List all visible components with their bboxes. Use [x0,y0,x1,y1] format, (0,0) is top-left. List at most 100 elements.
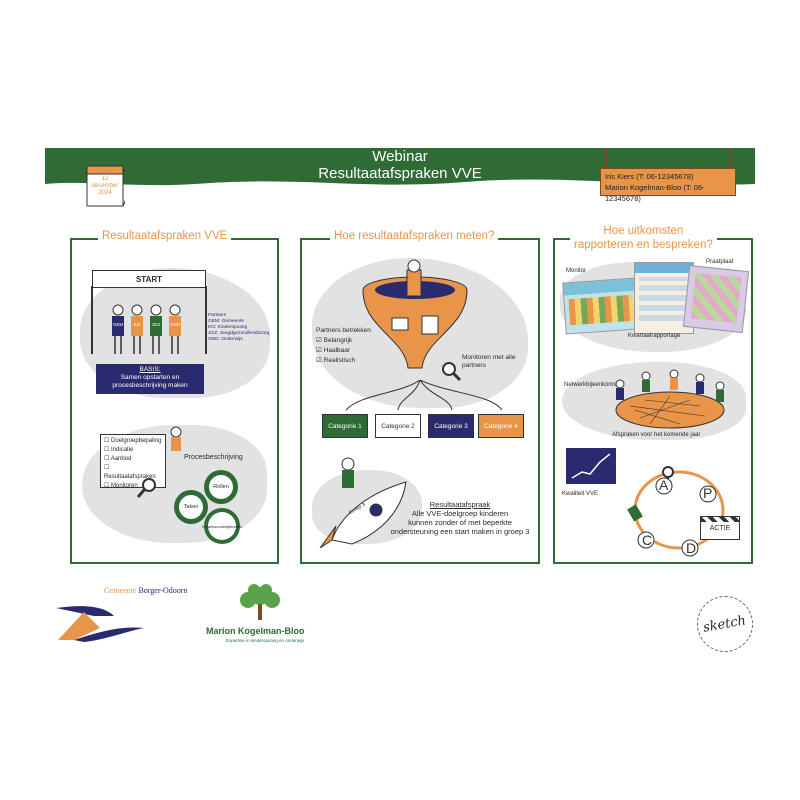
check-label-2: Indicatie [111,447,134,453]
criterion-2-label: Haalbaar [323,347,351,354]
partners-title: Partners [208,313,227,318]
figure-ond: OND [170,322,180,327]
check-label-3: Aanbod [110,456,132,462]
panel3-title-1: Hoe uitkomsten [603,225,684,237]
gemeente-name: Borger-Odoorn [138,586,188,595]
magnifier-icon [136,478,156,498]
distribution-arrows [345,380,503,411]
result-statement: Resultaatafspraak Alle VVE-doelgroep kin… [380,500,540,536]
category-2: Categorie 2 [375,414,421,438]
partner-gem: GEM: Gemeente [208,319,244,324]
partners-legend: Partners GEM: Gemeente KO: Kinderopvang … [208,313,269,343]
monitoren-label: Monitoren met alle partners [462,354,516,369]
quality-chart-icon [566,448,616,484]
basis-text-1: Samen opstarten en [120,374,180,381]
criterion-belangrijk: ☑ Belangrijk [316,337,353,344]
title-line-2: Resultaatafspraken VVE [318,165,482,182]
category-4-label: Categorie 4 [484,422,518,430]
gear-verantwoordelijkheden: Verantwoordelijkheden [202,508,242,544]
afspraken-label: Afspraken voor het komende jaar [612,432,701,438]
funnel-diagram [362,259,468,369]
basis-box: BASIS: Samen opstarten en procesbeschrij… [96,364,204,394]
partners-betrekken-block: Partners betrekken ☑ Belangrijk ☑ Haalba… [316,326,371,366]
criterion-3-label: Realistisch [323,357,356,364]
partner-ond: OND: Onderwijs [208,337,243,342]
check-monitoren: ☐ Monitoren [104,483,138,489]
calendar-icon: 12 december 2024 [85,160,128,208]
kwaliteit-label: Kwaliteit VVE [562,491,599,497]
gear-taken: Taken [174,490,208,524]
sketch-word: sketch [702,612,748,636]
cycle-letter-a: A [659,477,669,493]
mk-name: Marion Kogelman-Bloo [206,626,305,636]
procesbeschrijving-label: Procesbeschrijving [184,454,243,461]
result-line-2: kunnen zonder of met beperkte [408,518,512,527]
calendar-month: december [91,183,119,189]
netwerk-label: Netwerkbijeenkomst [564,382,619,388]
panel2-title: Hoe resultaatafspraken meten? [330,230,499,242]
title-line-1: Webinar [372,148,428,165]
partners-betrekken-label: Partners betrekken [316,327,371,334]
cycle-letter-d: D [686,540,697,556]
monitor-label: Monitor [566,268,587,274]
praatplaat-thumbnail [682,265,750,333]
category-2-label: Categorie 2 [381,422,415,430]
cycle-letter-c: C [642,532,653,548]
figure-jgz: JGZ [151,322,161,327]
monitor-magnifier-icon [442,362,462,382]
tree-logo [240,584,280,620]
praatplaat-label: Praatplaat [706,259,734,265]
category-4: Categorie 4 [478,414,524,438]
gear-rollen: Rollen [204,470,238,504]
sign-strings [605,148,731,168]
pdca-cycle [627,466,725,557]
category-3-label: Categorie 3 [434,422,468,430]
figures-group: GEM KO JGZ OND [108,302,188,358]
panel3-title: Hoe uitkomsten rapporteren en bespreken? [570,224,717,252]
check-label-5: Monitoren [111,483,138,489]
category-3: Categorie 3 [428,414,474,438]
criterion-1-label: Belangrijk [323,337,353,344]
basis-text-2: procesbeschrijving maken [112,382,188,389]
criterion-haalbaar: ☑ Haalbaar [316,347,351,354]
checklist-card: ☐ Doelgroepbepaling ☐ Indicatie ☐ Aanbod… [100,434,166,489]
result-line-3: ondersteuning een start maken in groep 3 [390,527,530,536]
gemeente-word: Gemeente [104,586,137,595]
result-title: Resultaatafspraak [429,500,491,509]
category-1-label: Categorie 1 [328,422,362,430]
actie-label: ACTIE [709,525,731,532]
result-line-1: Alle VVE-doelgroep kinderen [411,509,509,518]
check-indicatie: ☐ Indicatie [104,447,134,453]
start-banner: START [92,270,206,288]
start-label: START [135,274,163,284]
sketch-logo: sketch [697,596,753,652]
contact-sign: Iris Kiers (T: 06-12345678) Marion Kogel… [600,168,736,203]
webinar-title: Webinar Resultaatafspraken VVE [250,148,550,182]
calendar-day: 12 [101,176,109,182]
check-aanbod: ☐ Aanbod [104,456,132,462]
rocket-illustration [319,457,407,548]
check-label-1: Doelgroepbepaling [111,438,162,444]
start-posts [91,286,207,354]
partner-ko: KO: Kinderopvang [208,325,248,330]
panel3-title-2: rapporteren en bespreken? [574,239,713,251]
gemeente-logo-text: Gemeente Borger-Odoorn [104,586,187,595]
actie-clapperboard: ACTIE [700,516,740,540]
category-1: Categorie 1 [322,414,368,438]
monitor-thumbnail [562,277,640,335]
mk-tagline: Expertise in kinderopvang en onderwijs [226,638,305,643]
check-doelgroepbepaling: ☐ Doelgroepbepaling [104,438,162,444]
person-peek-icon [170,426,182,451]
basis-label: BASIS: [139,366,161,373]
panel1-title: Resultaatafspraken VVE [98,230,232,242]
partner-jgz: JGZ: Jeugdgezondheidszorg [208,331,270,336]
figure-ko: KO [133,322,141,327]
kwartaal-label: Kwartaalrapportage [628,333,681,339]
figure-gem: GEM [112,322,124,327]
check-resultaatafspraken: ☐ Resultaatafspraken [104,465,156,480]
gear-rollen-label: Rollen [209,475,233,499]
calendar-year: 2024 [98,190,112,196]
gear-verantw-label: Verantwoordelijkheden [202,512,242,540]
network-meeting-illustration [615,369,725,429]
check-label-4: Resultaatafspraken [104,474,156,480]
